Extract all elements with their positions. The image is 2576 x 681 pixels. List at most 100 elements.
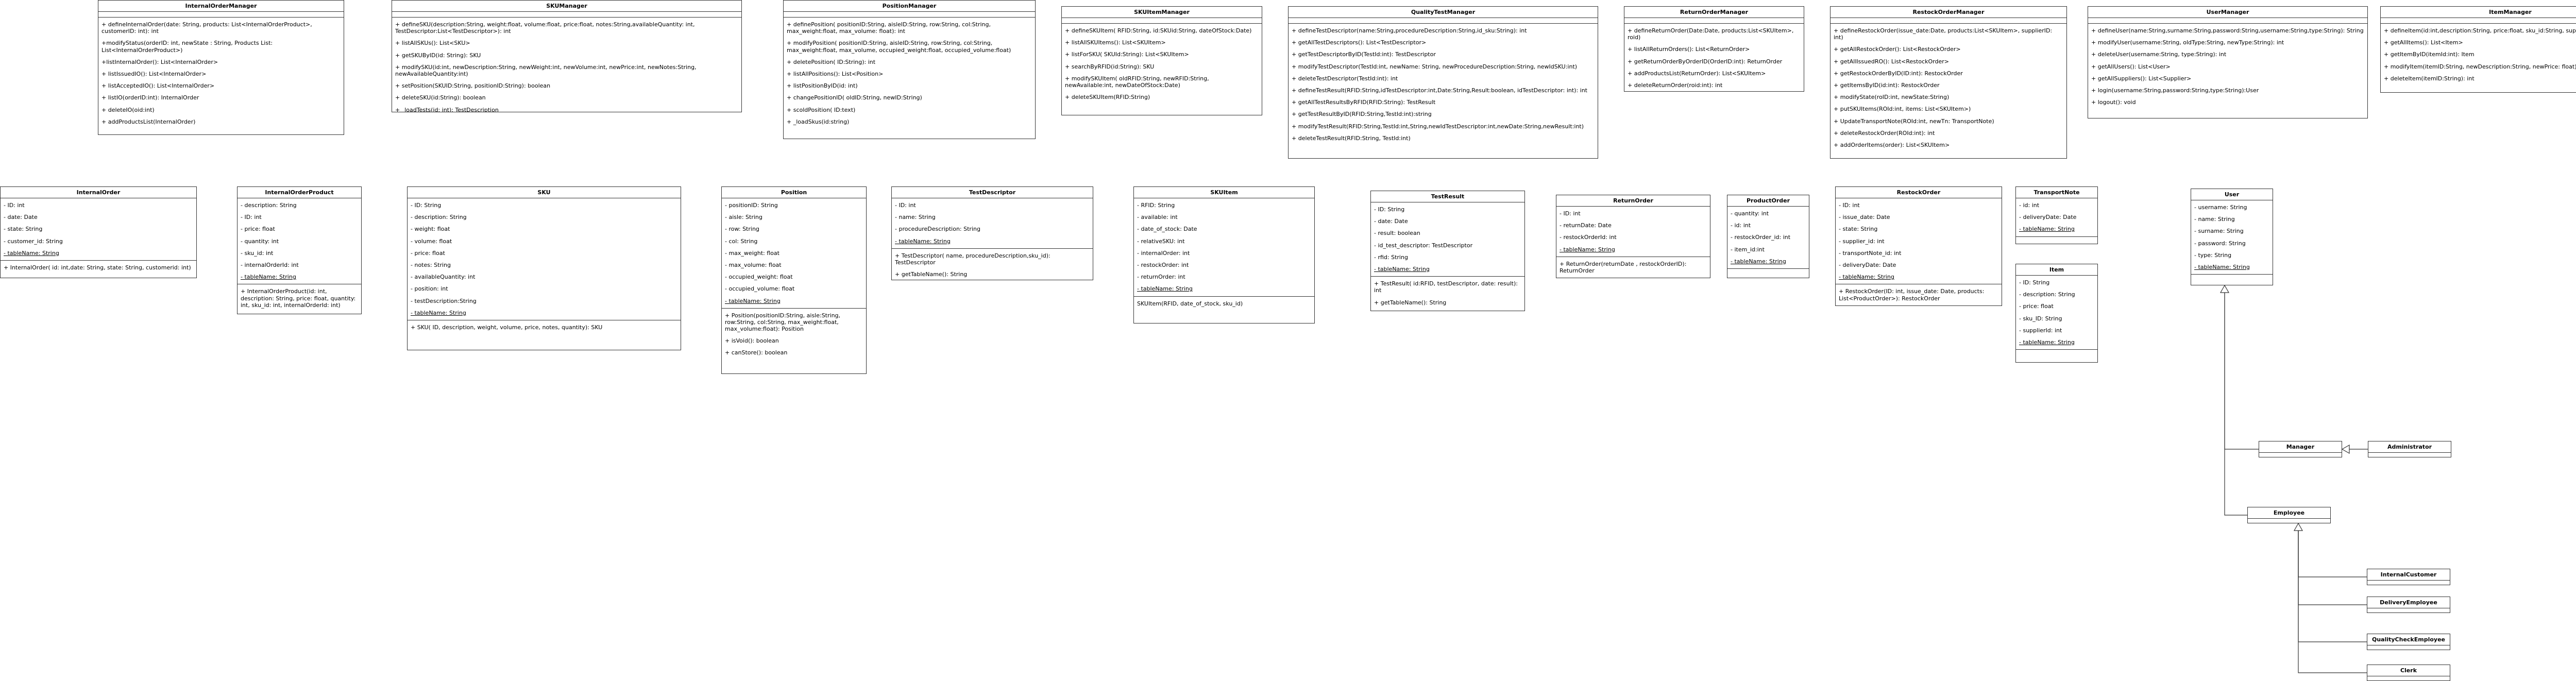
- method: + getAllItems(): List<Item>: [2384, 39, 2463, 46]
- attribute: - position: int: [411, 285, 448, 293]
- method: + listAcceptedIO(): List<InternalOrder>: [101, 82, 215, 90]
- method: + modifyItem(itemID:String, newDescripti…: [2384, 63, 2576, 70]
- method: + getAllIssuedRO(): List<RestockOrder>: [1834, 58, 1949, 65]
- method: + modifySKU(id:int, newDescription:Strin…: [395, 63, 697, 77]
- method: + getRestockOrderByID(ID:int): RestockOr…: [1834, 70, 1963, 77]
- method: + deleteSKUItem(RFID:String): [1065, 94, 1150, 101]
- edge-manager-user: [2224, 293, 2259, 450]
- attribute: - transportNote_id: int: [1839, 249, 1902, 257]
- method: + login(username:String,password:String,…: [2091, 87, 2259, 94]
- attributes-section: - ID: String- date: Date- result: boolea…: [1371, 202, 1524, 277]
- method: + getAllSuppliers(): List<Supplier>: [2091, 75, 2192, 82]
- methods-section: + Position(positionID:String, aisle:Stri…: [722, 309, 866, 360]
- class-name: Item: [2016, 264, 2097, 276]
- class-name: PositionManager: [784, 1, 1035, 12]
- class-test-result: TestResult- ID: String- date: Date- resu…: [1370, 191, 1525, 311]
- method: + searchByRFID(id:String): SKU: [1065, 63, 1155, 70]
- class-employee: Employee: [2247, 507, 2331, 523]
- method: + SKU( ID, description, weight, volume, …: [411, 324, 603, 331]
- methods-section: + defineInternalOrder(date: String, prod…: [98, 18, 344, 129]
- method: + listForSKU( SKUId:String): List<SKUIte…: [1065, 51, 1189, 58]
- attribute: - description: String: [411, 214, 467, 221]
- class-internal-customer: InternalCustomer: [2367, 569, 2450, 585]
- attribute: - ID: int: [241, 214, 262, 221]
- class-return-order: ReturnOrder- ID: int- returnDate: Date- …: [1556, 195, 1710, 278]
- attribute: - ID: int: [4, 202, 25, 209]
- methods-section: + defineSKUItem( RFID:String, id:SKUid:S…: [1062, 24, 1262, 104]
- method: + listIssuedIO(): List<InternalOrder>: [101, 70, 207, 77]
- method: + defineUser(name:String,surname:String,…: [2091, 27, 2364, 34]
- class-sku: SKU- ID: String- description: String- we…: [407, 186, 681, 350]
- attribute: - notes: String: [411, 261, 451, 268]
- attribute: - result: boolean: [1374, 230, 1420, 237]
- method: + modifyTestResult(RFID:String,TestId:in…: [1292, 123, 1584, 130]
- attribute: - tableName: String: [241, 274, 296, 281]
- attribute: - RFID: String: [1137, 202, 1175, 209]
- attribute: - procedureDescription: String: [895, 226, 980, 233]
- method: +listInternalOrder(): List<InternalOrder…: [101, 58, 218, 65]
- attributes-section: [98, 12, 344, 18]
- attribute: - id_test_descriptor: TestDescriptor: [1374, 242, 1473, 249]
- class-name: InternalOrderManager: [98, 1, 344, 12]
- class-name: TransportNote: [2016, 187, 2097, 198]
- class-restock-order-manager: RestockOrderManager+ defineRestockOrder(…: [1830, 6, 2067, 159]
- method: + ReturnOrder(returnDate , restockOrderI…: [1560, 260, 1687, 274]
- class-name: SKUManager: [392, 1, 741, 12]
- method: + _loadSkus(id:string): [787, 118, 850, 125]
- methods-section: + defineItem(id:int,description:String, …: [2381, 24, 2576, 86]
- methods-section: + defineUser(name:String,surname:String,…: [2088, 24, 2367, 109]
- method: + getAllTestDescriptors(): List<TestDesc…: [1292, 39, 1427, 46]
- class-name: ReturnOrder: [1556, 195, 1710, 207]
- methods-section: + InternalOrder( id: int,date: String, s…: [1, 261, 196, 275]
- class-restock-order: RestockOrder- ID: int- issue_date: Date-…: [1835, 186, 2002, 306]
- method: + getAllUsers(): List<User>: [2091, 63, 2171, 70]
- attributes-section: - RFID: String- available: int- date_of_…: [1134, 198, 1314, 297]
- class-name: DeliveryEmployee: [2367, 597, 2450, 608]
- method: + changePositionID( oldID:String, newID:…: [787, 94, 922, 101]
- method: + RestockOrder(ID: int, issue_date: Date…: [1839, 288, 1985, 302]
- class-internal-order: InternalOrder- ID: int- date: Date- stat…: [0, 186, 197, 278]
- attribute: - date_of_stock: Date: [1137, 226, 1197, 233]
- attribute: - name: String: [895, 214, 936, 221]
- attributes-section: - ID: int- name: String- procedureDescri…: [892, 198, 1093, 249]
- attribute: - internalOrder: int: [1137, 249, 1190, 257]
- class-item-manager: ItemManager+ defineItem(id:int,descripti…: [2380, 6, 2576, 93]
- attribute: - sku_ID: String: [2019, 315, 2062, 322]
- method: + addProductsList(InternalOrder): [101, 118, 196, 125]
- method: + getAllTestResultsByRFID(RFID:String): …: [1292, 99, 1436, 106]
- attribute: - description: String: [241, 202, 297, 209]
- attribute: - sku_id: int: [241, 249, 274, 257]
- methods-section: + TestResult( id:RFID, testDescriptor, d…: [1371, 277, 1524, 310]
- methods-section: + TestDescriptor( name, procedureDescrip…: [892, 249, 1093, 280]
- method: + modifyTestDescriptor(TestId:int, newNa…: [1292, 63, 1578, 70]
- edge-clerk-employee: [2298, 531, 2367, 673]
- attribute: - id: int: [1731, 222, 1751, 229]
- class-internal-order-manager: InternalOrderManager + defineInternalOrde…: [98, 0, 344, 135]
- edge-employee-user: [2224, 293, 2247, 516]
- attribute: - quantity: int: [1731, 210, 1769, 217]
- class-name: SKU: [408, 187, 681, 198]
- attribute: - state: String: [4, 226, 43, 233]
- method: + addProductsList(ReturnOrder): List<SKU…: [1628, 70, 1766, 77]
- attribute: - tableName: String: [2019, 338, 2075, 346]
- methods-section: + RestockOrder(ID: int, issue_date: Date…: [1836, 284, 2002, 305]
- method: + setPosition(SKUID:String, positionID:S…: [395, 82, 551, 90]
- class-name: InternalOrderProduct: [238, 187, 361, 198]
- method: + definePosition( positionID:String, ais…: [787, 21, 991, 35]
- attribute: - restockOrder: int: [1137, 261, 1189, 268]
- class-skuitem-manager: SKUItemManager+ defineSKUItem( RFID:Stri…: [1061, 6, 1262, 115]
- attribute: - deliveryDate: Date: [1839, 261, 1896, 268]
- attributes-section: [1831, 18, 2066, 24]
- attribute: - supplier_id: int: [1839, 237, 1885, 245]
- class-name: RestockOrder: [1836, 187, 2002, 198]
- attributes-section: [392, 12, 741, 18]
- method: + deleteSKU(id:String): boolean: [395, 94, 486, 101]
- method: + deleteTestDescriptor(TestId:int): int: [1292, 75, 1398, 82]
- attributes-section: [2381, 18, 2576, 24]
- attribute: - item_id:int: [1731, 246, 1765, 253]
- attributes-section: [1289, 18, 1598, 24]
- method: + listAllReturnOrders(): List<ReturnOrde…: [1628, 46, 1750, 53]
- method: + defineRestockOrder(issue_date:Date, pr…: [1834, 27, 2053, 41]
- method: + defineSKUItem( RFID:String, id:SKUid:S…: [1065, 27, 1252, 34]
- attributes-section: - ID: String- description: String- weigh…: [408, 198, 681, 320]
